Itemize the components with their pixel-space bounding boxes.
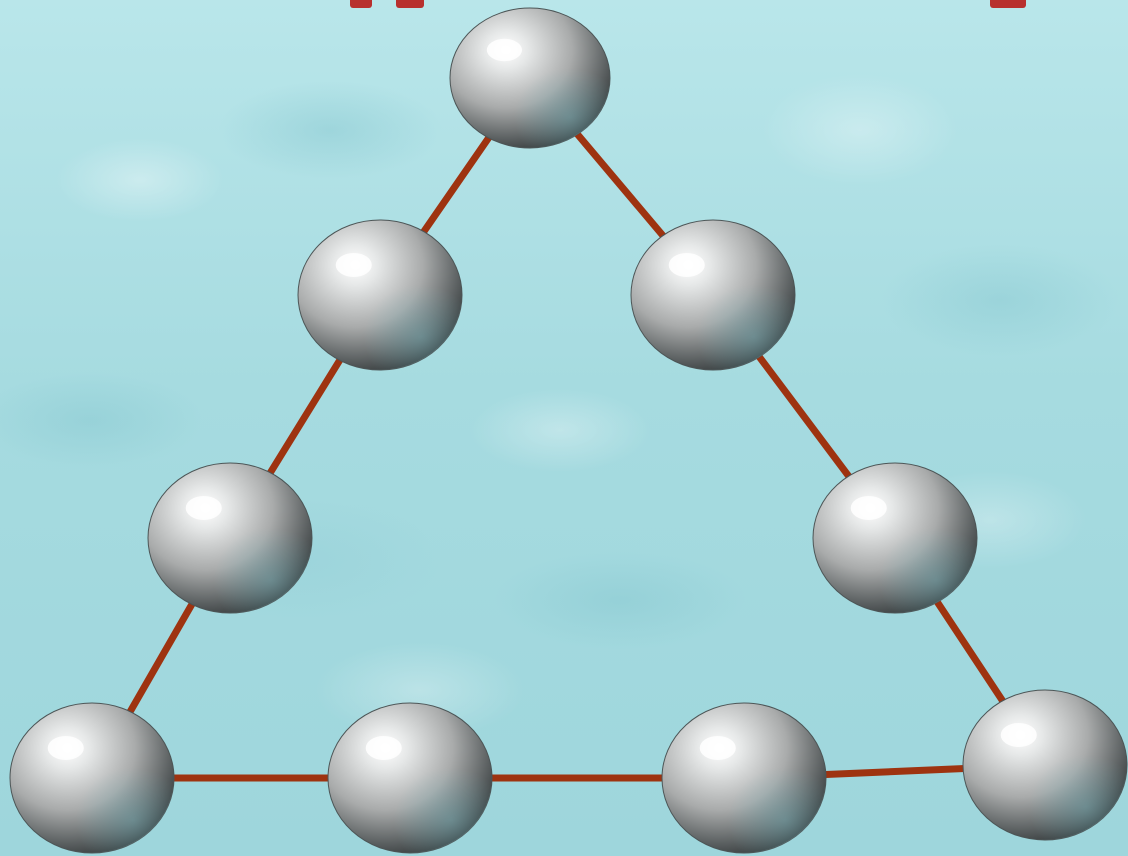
ball-left-upper [297, 219, 463, 371]
ball-right-middle [812, 462, 978, 614]
ball-nodes [9, 7, 1128, 854]
ball-apex [449, 7, 611, 149]
ball-left-middle [147, 462, 313, 614]
ball-bottom-left [9, 702, 175, 854]
ball-right-upper [630, 219, 796, 371]
ball-bottom-center-left [327, 702, 493, 854]
cropped-title-fragment [330, 0, 1030, 12]
edge-lines [88, 74, 1049, 782]
ball-bottom-center-right [661, 702, 827, 854]
ball-bottom-right [962, 689, 1128, 841]
